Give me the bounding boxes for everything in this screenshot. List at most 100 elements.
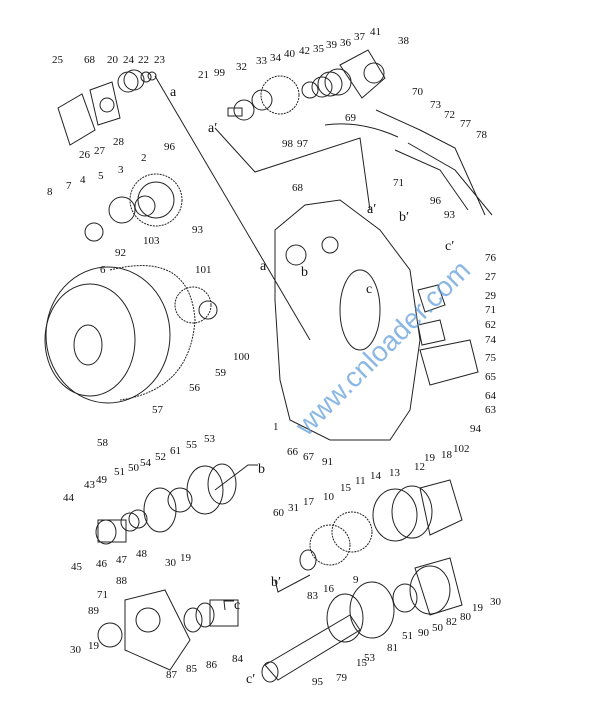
part-number-label: 7	[66, 180, 72, 192]
part-number-label: 47	[116, 554, 127, 566]
part-number-label: 80	[460, 611, 471, 623]
part-number-label: 22	[138, 54, 149, 66]
reference-marker: a′	[367, 202, 377, 217]
part-number-label: 65	[485, 371, 496, 383]
bearing-set-top	[117, 69, 157, 93]
part-number-label: 25	[52, 54, 63, 66]
part-number-label: 76	[485, 252, 496, 264]
part-number-label: 10	[323, 491, 334, 503]
reference-marker: c′	[246, 672, 256, 687]
part-number-label: 42	[299, 45, 310, 57]
part-number-label: 27	[485, 271, 496, 283]
part-number-label: 26	[79, 149, 90, 161]
part-number-label: 83	[307, 590, 318, 602]
part-number-label: 1	[273, 421, 279, 433]
part-number-label: 75	[485, 352, 496, 364]
reference-marker: c′	[445, 239, 455, 254]
reference-marker: a′	[208, 121, 218, 136]
part-number-label: 92	[115, 247, 126, 259]
part-number-label: 68	[84, 54, 95, 66]
part-number-label: 49	[96, 474, 107, 486]
part-number-label: 95	[312, 676, 323, 688]
pump-gear	[84, 173, 183, 242]
reference-marker: a	[260, 259, 267, 274]
part-number-label: 79	[336, 672, 347, 684]
part-number-label: 27	[94, 145, 105, 157]
part-number-label: 51	[402, 630, 413, 642]
part-number-label: 71	[97, 589, 108, 601]
cover-plate	[57, 93, 96, 146]
part-number-label: 66	[287, 446, 298, 458]
part-number-label: 30	[165, 557, 176, 569]
part-number-label: 19	[88, 640, 99, 652]
part-number-label: 43	[84, 479, 95, 491]
part-number-label: 35	[313, 43, 324, 55]
part-number-label: 19	[180, 552, 191, 564]
part-number-label: 50	[128, 462, 139, 474]
part-number-label: 93	[192, 224, 203, 236]
part-number-label: 67	[303, 451, 314, 463]
part-number-label: 98	[282, 138, 293, 150]
part-number-label: 85	[186, 663, 197, 675]
part-number-label: 6	[100, 264, 106, 276]
part-number-label: 13	[389, 467, 400, 479]
part-number-label: 59	[215, 367, 226, 379]
part-number-label: 15	[340, 482, 351, 494]
part-number-label: 39	[326, 39, 337, 51]
part-number-label: 16	[323, 583, 334, 595]
reference-marker: b′	[399, 210, 410, 225]
reference-marker: b′	[271, 575, 282, 590]
part-number-label: 40	[284, 48, 295, 60]
part-number-label: 15	[356, 657, 367, 669]
part-number-label: 69	[345, 112, 356, 124]
part-number-label: 11	[355, 475, 366, 487]
part-number-label: 61	[170, 445, 181, 457]
part-number-label: 60	[273, 507, 284, 519]
part-number-label: 53	[204, 433, 215, 445]
part-number-label: 30	[490, 596, 501, 608]
part-number-label: 56	[189, 382, 200, 394]
part-number-label: 63	[485, 404, 496, 416]
part-number-label: 5	[98, 170, 104, 182]
part-number-label: 90	[418, 627, 429, 639]
part-number-label: 30	[70, 644, 81, 656]
part-number-label: 57	[152, 404, 163, 416]
part-number-label: 91	[322, 456, 333, 468]
part-number-label: 87	[166, 669, 177, 681]
transmission-housing	[274, 199, 479, 441]
flange-plate	[89, 81, 121, 126]
part-number-label: 74	[485, 334, 496, 346]
part-number-label: 100	[233, 351, 250, 363]
part-number-label: 84	[232, 653, 243, 665]
part-number-label: 102	[453, 443, 470, 455]
pump-cover-c	[97, 589, 239, 671]
reference-marker: b	[301, 265, 308, 280]
hoses	[324, 109, 493, 216]
part-number-label: 94	[470, 423, 481, 435]
part-number-label: 21	[198, 69, 209, 81]
part-number-label: 33	[256, 55, 267, 67]
part-number-label: 71	[393, 177, 404, 189]
part-number-label: 45	[71, 561, 82, 573]
output-shaft	[261, 557, 463, 683]
reference-marker: c	[234, 598, 241, 613]
part-number-label: 51	[114, 466, 125, 478]
part-number-label: 97	[297, 138, 308, 150]
part-number-label: 28	[113, 136, 124, 148]
part-number-label: 34	[270, 52, 281, 64]
part-number-label: 53	[364, 652, 375, 664]
part-number-label: 20	[107, 54, 118, 66]
part-number-label: 19	[472, 602, 483, 614]
part-number-label: 72	[444, 109, 455, 121]
part-number-label: 82	[446, 616, 457, 628]
part-number-label: 89	[88, 605, 99, 617]
part-number-label: 4	[80, 174, 86, 186]
part-number-label: 17	[303, 496, 314, 508]
clutch-shaft-b	[95, 463, 237, 545]
part-number-label: 52	[155, 451, 166, 463]
part-number-label: 44	[63, 492, 74, 504]
part-number-label: 96	[164, 141, 175, 153]
part-number-label: 71	[485, 304, 496, 316]
part-number-label: 41	[370, 26, 381, 38]
part-number-label: 101	[195, 264, 212, 276]
